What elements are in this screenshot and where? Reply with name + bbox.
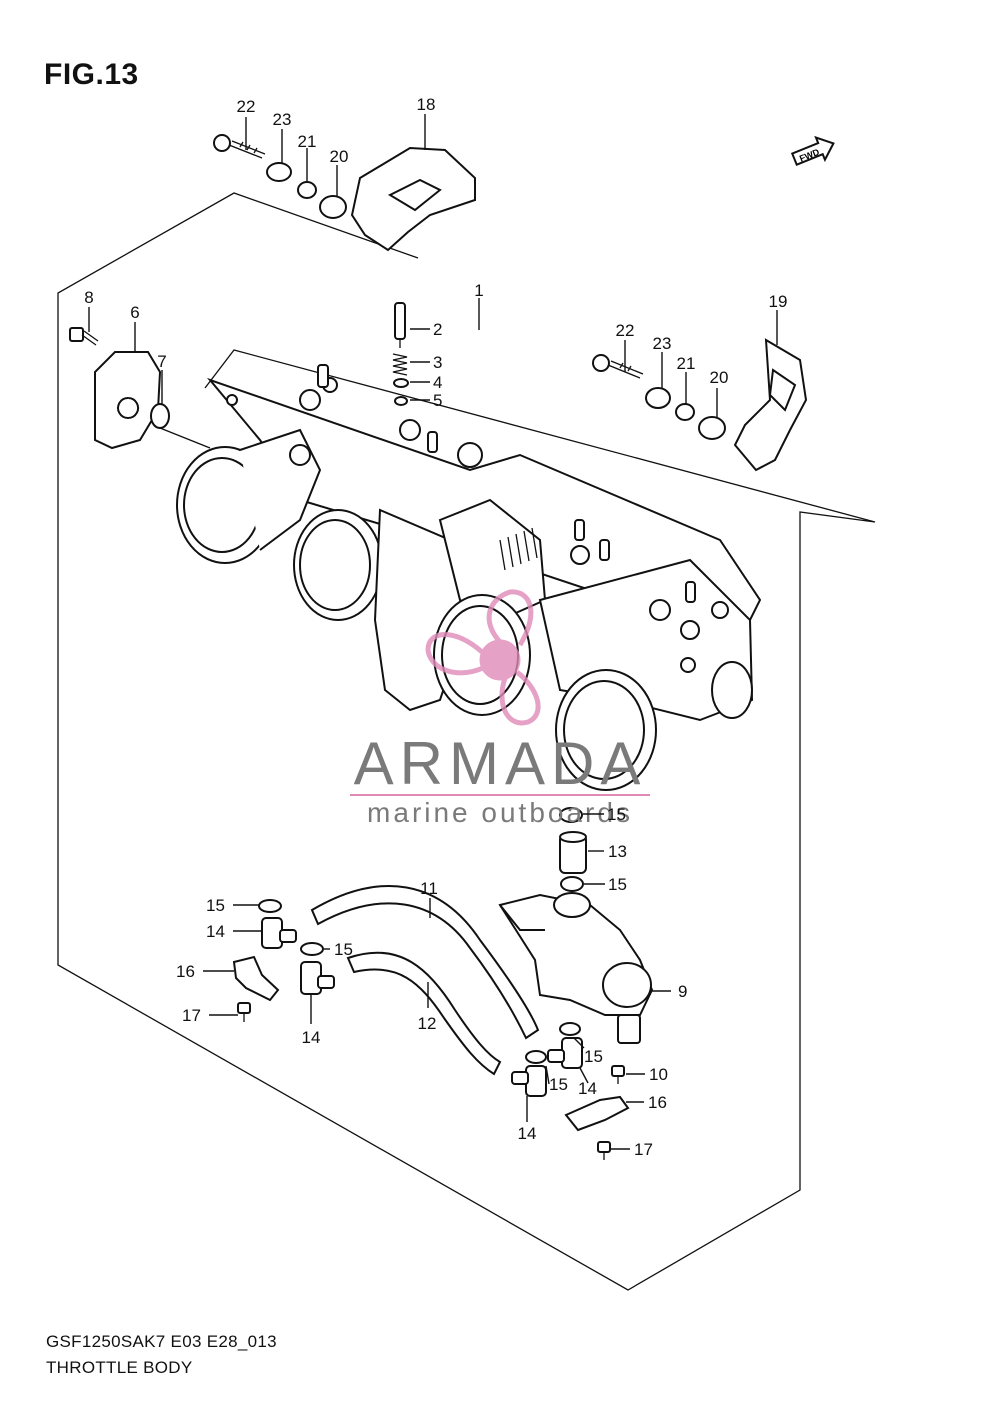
o-ring-15-left-middle xyxy=(300,942,324,956)
o-ring-15-middle xyxy=(560,876,584,892)
throttle-body-assembly-1 xyxy=(176,364,762,791)
o-ring-15-left-top xyxy=(258,899,282,913)
callout-15-left-top: 15 xyxy=(206,896,225,915)
bracket-18 xyxy=(350,146,476,252)
callout-20-right: 20 xyxy=(710,368,729,387)
callout-2: 2 xyxy=(433,320,442,339)
idle-speed-control-valve-9 xyxy=(498,892,654,1044)
bushing-21-right xyxy=(675,403,695,421)
callout-7: 7 xyxy=(157,352,166,371)
assembly-boundary xyxy=(57,192,876,1291)
o-ring-7 xyxy=(150,403,170,429)
callout-20-left: 20 xyxy=(330,147,349,166)
callout-14-left-bottom: 14 xyxy=(302,1028,321,1047)
callout-12: 12 xyxy=(418,1014,437,1033)
callout-15-right-a: 15 xyxy=(584,1047,603,1066)
washer-23-right xyxy=(645,387,671,409)
elbow-fitting-14-right-a xyxy=(547,1037,583,1069)
callout-15-upper: 15 xyxy=(607,805,626,824)
callout-21-right: 21 xyxy=(677,354,696,373)
collar-20-right xyxy=(698,416,726,440)
bracket-19 xyxy=(733,338,808,472)
elbow-fitting-14-left-bottom xyxy=(300,961,335,995)
clamp-16-left xyxy=(232,955,280,1002)
screw-22-left xyxy=(213,134,266,159)
collar-20-left xyxy=(319,195,347,219)
washer-23-left xyxy=(266,162,292,182)
o-ring-5 xyxy=(394,396,408,406)
callout-11: 11 xyxy=(420,879,438,898)
callout-18: 18 xyxy=(417,95,436,114)
figure-title: FIG.13 xyxy=(44,58,139,91)
screw-22-right xyxy=(592,354,644,379)
callout-labels: 22 23 21 20 18 1 8 6 7 2 3 4 5 22 23 21 … xyxy=(84,95,787,1159)
screw-8 xyxy=(69,327,99,346)
fwd-arrow-icon: FWD xyxy=(790,135,835,166)
callout-22-right: 22 xyxy=(616,321,635,340)
bolt-10 xyxy=(611,1065,625,1084)
callout-9: 9 xyxy=(678,982,687,1001)
o-ring-15-right-a xyxy=(559,1022,581,1036)
elbow-fitting-14-left-top xyxy=(261,917,297,949)
callout-5: 5 xyxy=(433,391,442,410)
callout-13: 13 xyxy=(608,842,627,861)
callout-15-left-middle: 15 xyxy=(334,940,353,959)
spring-3 xyxy=(392,353,408,376)
o-ring-15-right-b xyxy=(525,1050,547,1064)
adjusting-screw-2 xyxy=(394,302,406,348)
callout-15-middle: 15 xyxy=(608,875,627,894)
callout-8: 8 xyxy=(84,288,93,307)
watermark-brand: ARMADA xyxy=(354,730,647,797)
callout-3: 3 xyxy=(433,353,442,372)
callout-16-right: 16 xyxy=(648,1093,667,1112)
joint-13 xyxy=(559,831,587,874)
callout-17-left: 17 xyxy=(182,1006,201,1025)
armada-watermark: ARMADA marine outboards xyxy=(350,589,650,828)
callout-23-left: 23 xyxy=(273,110,292,129)
callout-4: 4 xyxy=(433,373,442,392)
callout-14-right-b: 14 xyxy=(518,1124,537,1143)
callout-16-left: 16 xyxy=(176,962,195,981)
bushing-21-left xyxy=(297,181,317,199)
callout-14-right-a: 14 xyxy=(578,1079,597,1098)
callout-14-left-top: 14 xyxy=(206,922,225,941)
callout-23-right: 23 xyxy=(653,334,672,353)
bolt-17-right xyxy=(597,1141,611,1160)
callout-17-right: 17 xyxy=(634,1140,653,1159)
bolt-17-left xyxy=(237,1002,251,1022)
callout-22-left: 22 xyxy=(237,97,256,116)
model-code: GSF1250SAK7 E03 E28_013 xyxy=(46,1332,277,1351)
hose-12 xyxy=(346,951,502,1076)
hose-11 xyxy=(310,885,540,1040)
callout-10: 10 xyxy=(649,1065,668,1084)
propeller-logo-icon xyxy=(425,589,541,726)
callout-21-left: 21 xyxy=(298,132,317,151)
washer-4 xyxy=(393,378,409,388)
leader-lines xyxy=(88,114,778,1150)
callout-6: 6 xyxy=(130,303,139,322)
section-name: THROTTLE BODY xyxy=(46,1358,193,1377)
callout-1: 1 xyxy=(474,281,483,300)
callout-15-right-b: 15 xyxy=(549,1075,568,1094)
callout-19: 19 xyxy=(769,292,788,311)
throttle-position-sensor-6 xyxy=(94,351,162,450)
elbow-fitting-14-right-b xyxy=(511,1065,547,1097)
watermark-tagline: marine outboards xyxy=(367,797,633,828)
o-ring-15-upper xyxy=(559,807,583,823)
clamp-16-right xyxy=(564,1095,630,1132)
